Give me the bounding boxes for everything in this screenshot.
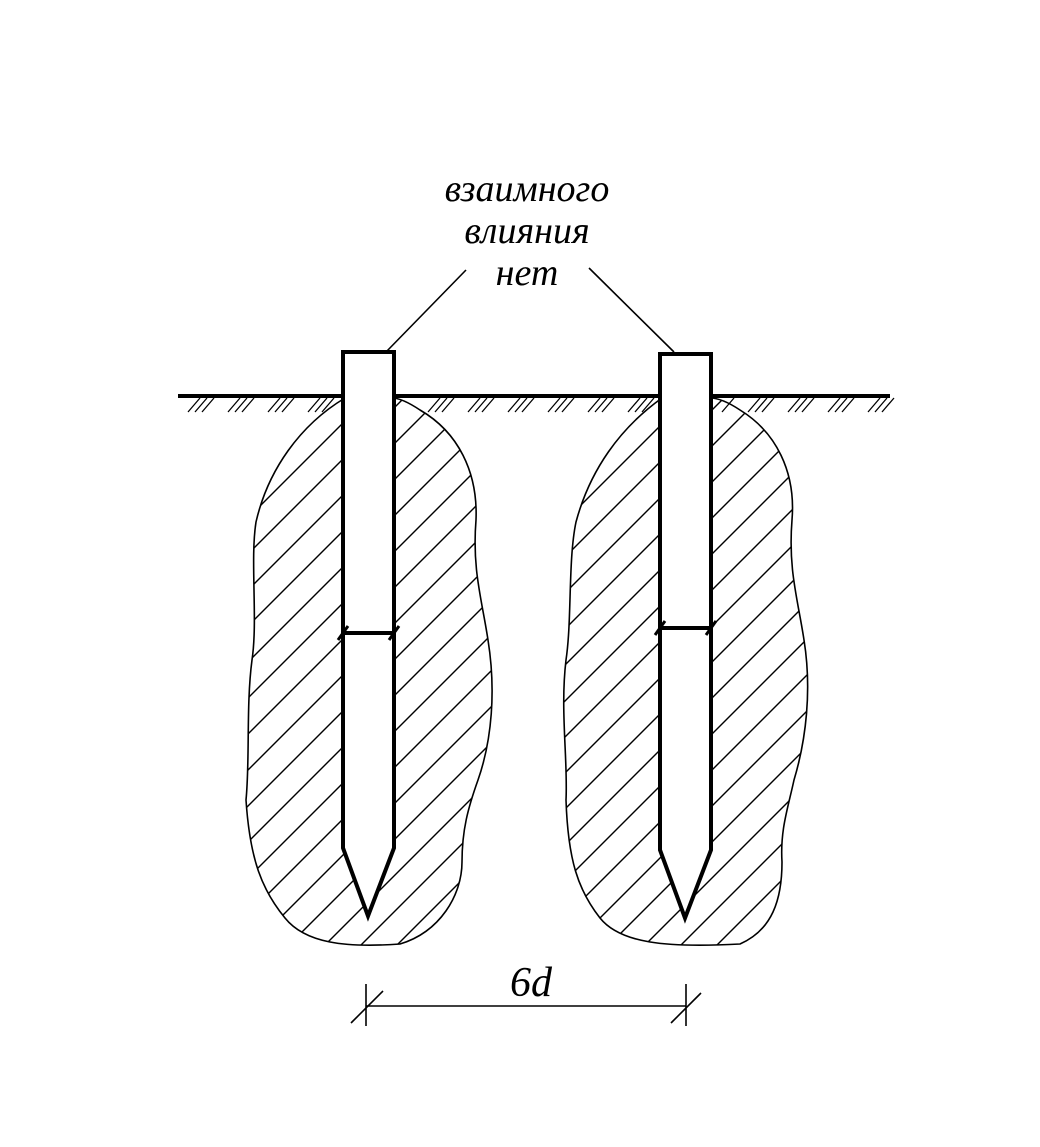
callout-text-line-3: нет xyxy=(495,252,559,294)
pile-left xyxy=(336,350,401,922)
callout-text-line-2: влияния xyxy=(464,210,590,252)
dimension-label: 6d xyxy=(510,960,552,1006)
callout-text-line-1: взаимного xyxy=(444,168,610,210)
callout-leader-right xyxy=(588,267,675,353)
compaction-zone-left-outline xyxy=(245,397,493,946)
ground-hatch xyxy=(187,397,895,413)
pile-right xyxy=(653,352,718,924)
compaction-zone-left xyxy=(245,397,493,946)
callout-leader-left xyxy=(385,269,467,353)
compaction-zone-right-outline xyxy=(562,397,809,946)
dimension-line xyxy=(350,984,702,1026)
compaction-zone-right xyxy=(562,397,809,946)
